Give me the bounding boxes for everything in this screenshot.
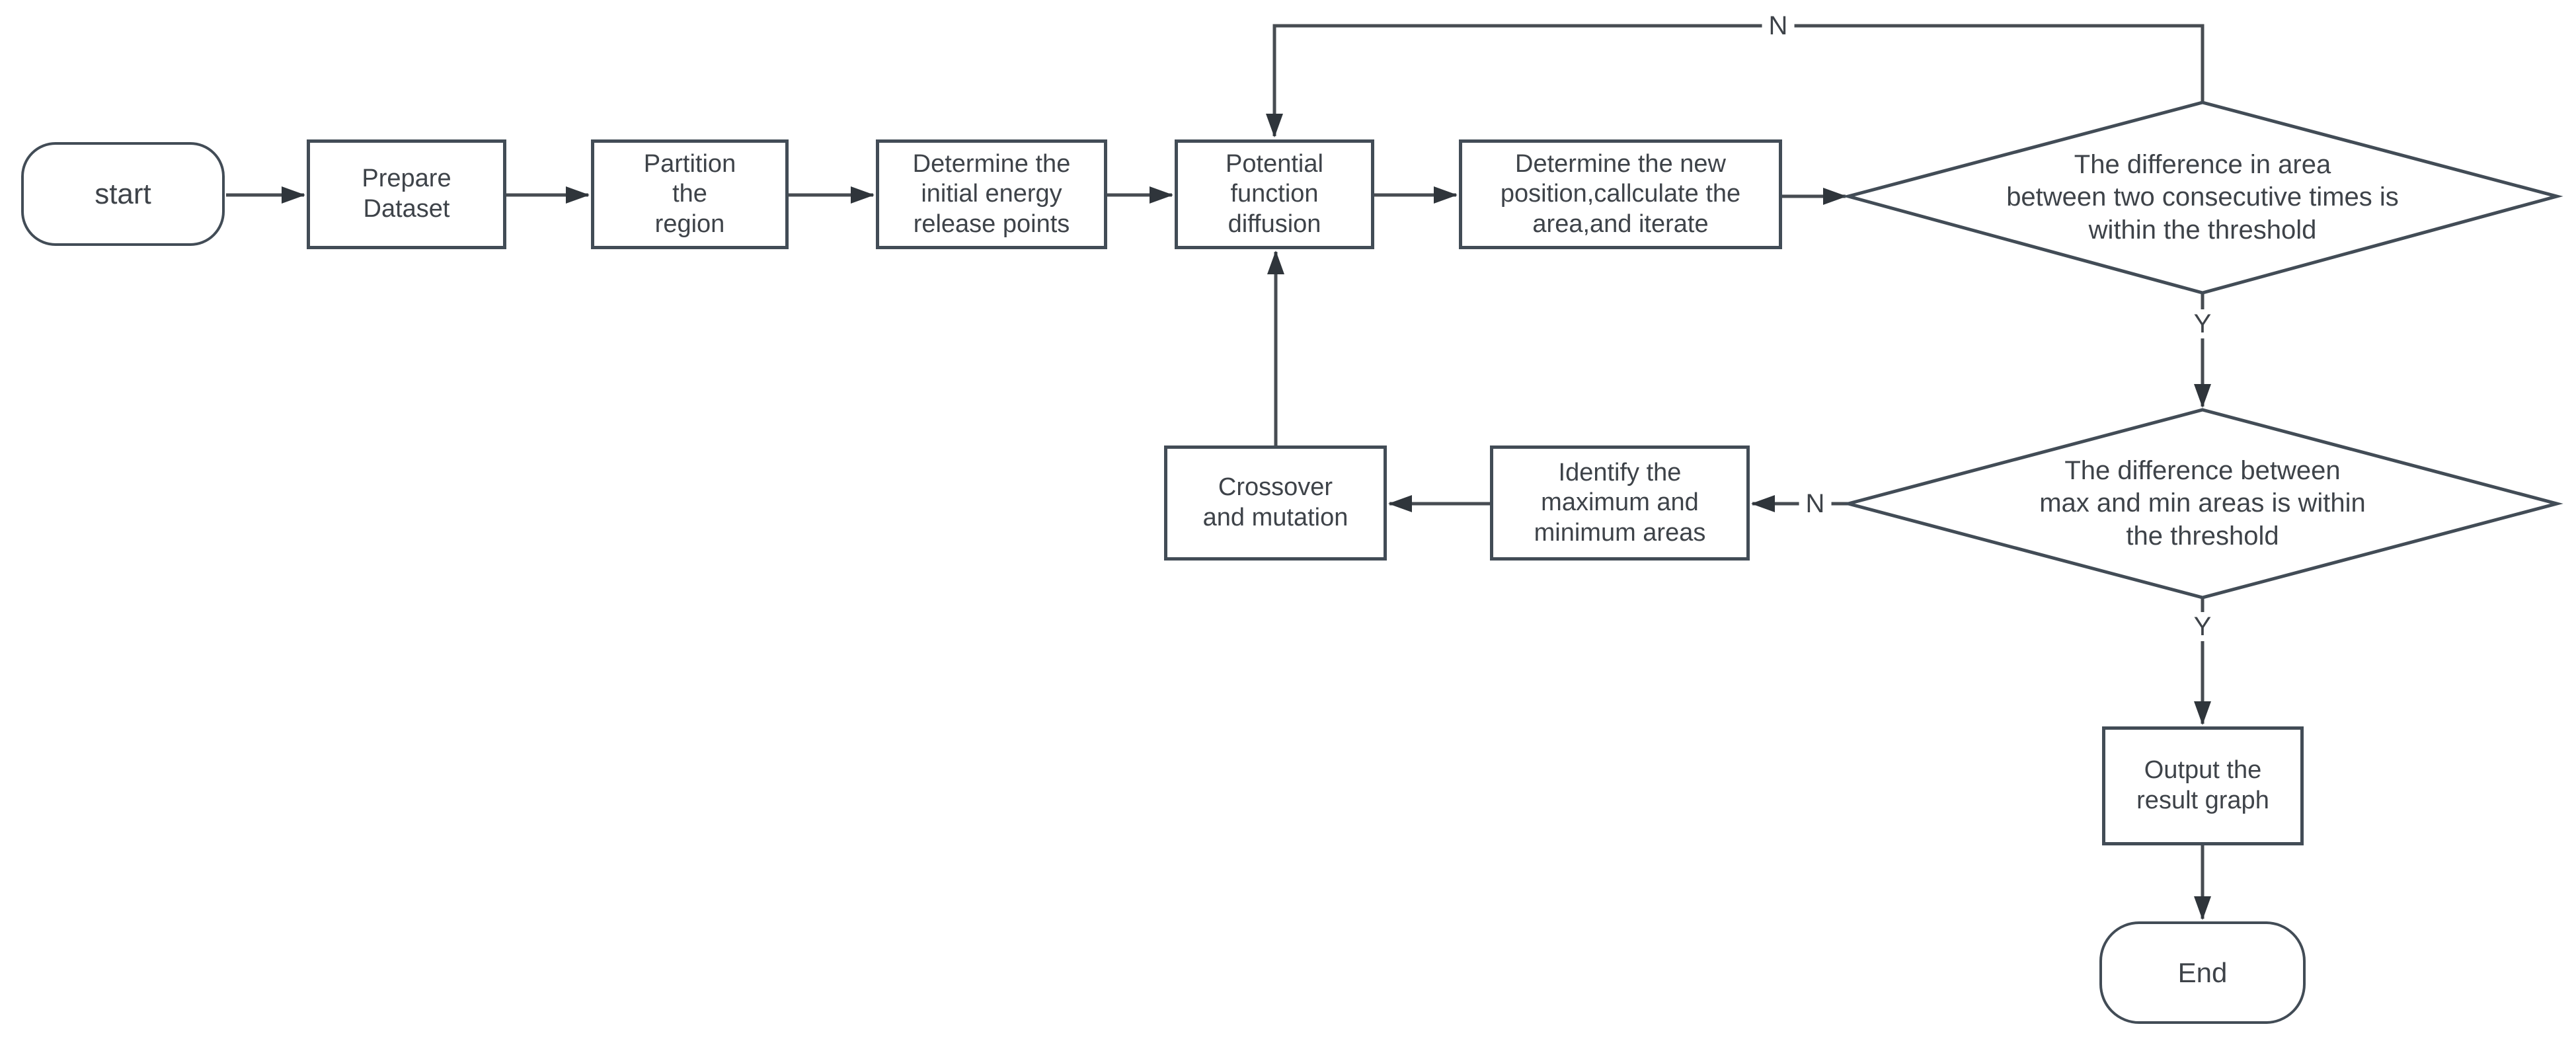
node-prepare-dataset: Prepare Dataset	[307, 139, 506, 249]
node-new-position-iterate-label: Determine the new position,callculate th…	[1500, 149, 1741, 238]
node-identify-max-min: Identify the maximum and minimum areas	[1490, 446, 1750, 561]
edge-label-no-second: N	[1799, 489, 1832, 518]
node-crossover-mutation-label: Crossover and mutation	[1202, 473, 1348, 531]
edge-label-no-loop: N	[1762, 11, 1795, 40]
node-initial-energy-points: Determine the initial energy release poi…	[876, 139, 1107, 249]
node-initial-energy-points-label: Determine the initial energy release poi…	[912, 149, 1071, 238]
node-partition-region-label: Partition the region	[643, 149, 736, 238]
node-potential-diffusion: Potential function diffusion	[1175, 139, 1374, 249]
decision-max-min-difference-label: The difference between max and min areas…	[2039, 455, 2366, 551]
edge-label-yes-second: Y	[2187, 612, 2218, 641]
decision-area-difference-shape	[1842, 100, 2563, 295]
node-crossover-mutation: Crossover and mutation	[1164, 446, 1387, 561]
node-end-label: End	[2177, 956, 2228, 988]
decision-area-difference-label: The difference in area between two conse…	[2006, 149, 2399, 245]
node-partition-region: Partition the region	[591, 139, 789, 249]
node-start: start	[21, 142, 225, 246]
node-end: End	[2099, 921, 2306, 1024]
edge-label-yes-first: Y	[2187, 309, 2218, 338]
decision-max-min-difference-shape	[1842, 408, 2563, 600]
node-start-label: start	[95, 177, 151, 210]
node-output-result: Output the result graph	[2102, 726, 2304, 845]
node-new-position-iterate: Determine the new position,callculate th…	[1459, 139, 1782, 249]
node-prepare-dataset-label: Prepare Dataset	[362, 165, 451, 223]
node-potential-diffusion-label: Potential function diffusion	[1226, 149, 1323, 238]
edge-decision-area-no-loop	[1266, 24, 2205, 137]
node-output-result-label: Output the result graph	[2136, 756, 2269, 814]
node-identify-max-min-label: Identify the maximum and minimum areas	[1534, 458, 1706, 547]
